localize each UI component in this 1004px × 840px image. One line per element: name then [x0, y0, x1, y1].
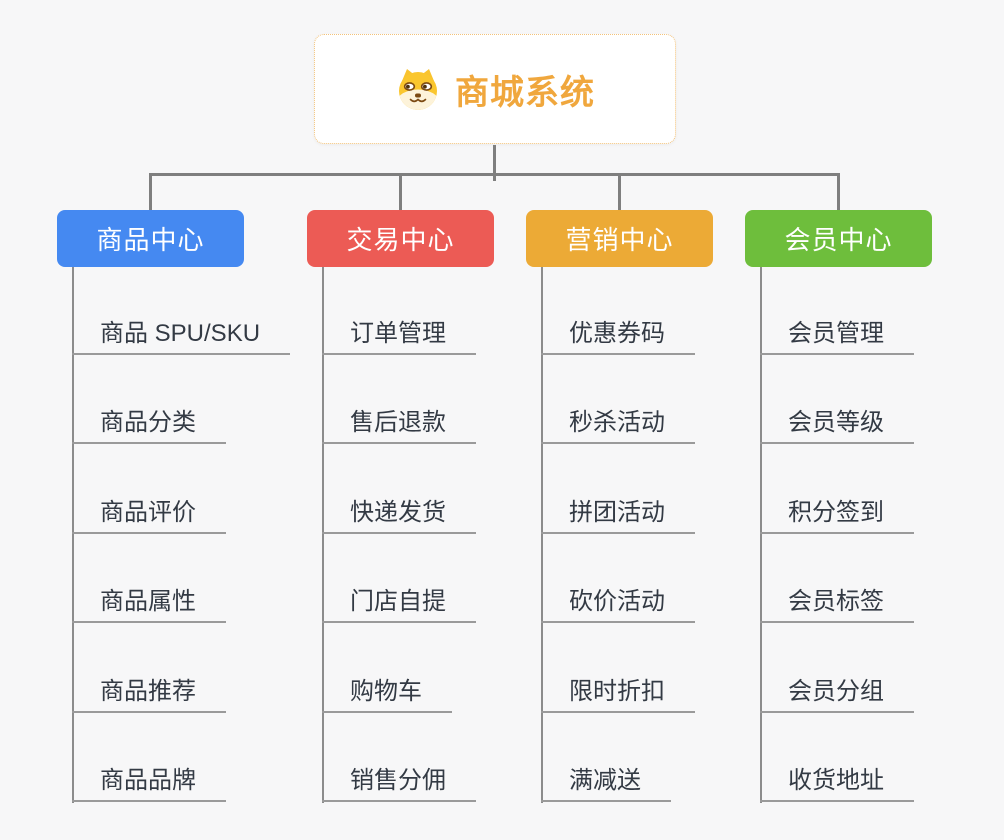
- connector-drop-line: [618, 173, 621, 210]
- child-node-label: 购物车: [350, 677, 422, 705]
- child-node[interactable]: 限时折扣: [541, 670, 695, 713]
- child-node-label: 秒杀活动: [569, 409, 665, 437]
- child-node-label: 快递发货: [350, 498, 446, 526]
- child-node[interactable]: 满减送: [541, 759, 671, 802]
- branch: 商品中心 商品 SPU/SKU 商品分类 商品评价 商品属性 商品推荐 商品品牌: [57, 210, 307, 820]
- child-node-label: 限时折扣: [569, 677, 665, 705]
- child-node[interactable]: 快递发货: [322, 491, 476, 534]
- child-node[interactable]: 商品品牌: [72, 759, 226, 802]
- child-node[interactable]: 售后退款: [322, 401, 476, 445]
- child-node-label: 会员管理: [788, 320, 884, 347]
- child-node[interactable]: 优惠券码: [541, 312, 695, 355]
- child-node[interactable]: 商品评价: [72, 491, 226, 534]
- child-node-label: 商品推荐: [100, 677, 196, 705]
- branch-node-label: 营销中心: [565, 225, 674, 255]
- child-node-label: 门店自提: [350, 588, 446, 616]
- branch: 会员中心 会员管理 会员等级 积分签到 会员标签 会员分组 收货地址: [745, 210, 995, 820]
- root-connector-stem: [493, 145, 496, 181]
- child-node-label: 收货地址: [788, 767, 884, 794]
- child-node-label: 会员分组: [788, 677, 884, 705]
- child-node-label: 会员等级: [788, 409, 884, 437]
- child-node[interactable]: 商品属性: [72, 580, 226, 624]
- branch-node-label: 商品中心: [96, 225, 205, 255]
- branch-connector-line: [72, 267, 74, 803]
- connector-drop-line: [837, 173, 840, 210]
- child-node[interactable]: 会员管理: [760, 312, 914, 355]
- child-node-label: 售后退款: [350, 409, 446, 437]
- child-node[interactable]: 商品 SPU/SKU: [72, 312, 290, 355]
- branch-node-label: 交易中心: [346, 225, 455, 255]
- branch: 营销中心 优惠券码 秒杀活动 拼团活动 砍价活动 限时折扣 满减送: [526, 210, 776, 820]
- branch: 交易中心 订单管理 售后退款 快递发货 门店自提 购物车 销售分佣: [307, 210, 557, 820]
- child-node[interactable]: 订单管理: [322, 312, 476, 355]
- child-node-label: 商品 SPU/SKU: [100, 320, 261, 347]
- child-node-label: 销售分佣: [350, 767, 446, 794]
- child-node-label: 优惠券码: [569, 320, 665, 347]
- child-node[interactable]: 收货地址: [760, 759, 914, 802]
- child-node-label: 满减送: [569, 767, 641, 794]
- dog-face-icon: [399, 69, 437, 110]
- child-node[interactable]: 会员等级: [760, 401, 914, 445]
- child-node-label: 订单管理: [350, 320, 446, 347]
- child-node[interactable]: 商品推荐: [72, 670, 226, 713]
- child-node[interactable]: 拼团活动: [541, 491, 695, 534]
- branch-node-label: 会员中心: [784, 225, 893, 255]
- child-node[interactable]: 会员分组: [760, 670, 914, 713]
- child-node-label: 商品属性: [100, 588, 196, 616]
- child-node[interactable]: 门店自提: [322, 580, 476, 624]
- branch-connector-line: [322, 267, 324, 803]
- root-title: 商城系统: [455, 73, 595, 112]
- connector-drop-line: [149, 173, 152, 210]
- child-node-label: 商品分类: [100, 409, 196, 437]
- branch-connector-line: [541, 267, 543, 803]
- branch-node[interactable]: 商品中心: [57, 210, 244, 267]
- child-node-label: 拼团活动: [569, 498, 665, 526]
- child-node[interactable]: 砍价活动: [541, 580, 695, 624]
- child-node-label: 商品评价: [100, 498, 196, 526]
- child-node[interactable]: 商品分类: [72, 401, 226, 445]
- branch-node[interactable]: 营销中心: [526, 210, 713, 267]
- child-node[interactable]: 秒杀活动: [541, 401, 695, 445]
- child-node-label: 积分签到: [788, 498, 884, 526]
- connector-drop-line: [399, 173, 402, 210]
- child-node-label: 砍价活动: [569, 588, 665, 616]
- child-node[interactable]: 购物车: [322, 670, 452, 713]
- connector-bus-line: [149, 173, 840, 176]
- child-node[interactable]: 积分签到: [760, 491, 914, 534]
- child-node-label: 商品品牌: [100, 767, 196, 794]
- child-node[interactable]: 会员标签: [760, 580, 914, 624]
- branch-node[interactable]: 交易中心: [307, 210, 494, 267]
- child-node-label: 会员标签: [788, 588, 884, 616]
- branch-node[interactable]: 会员中心: [745, 210, 932, 267]
- branch-connector-line: [760, 267, 762, 803]
- root-node[interactable]: 商城系统: [314, 34, 676, 144]
- child-node[interactable]: 销售分佣: [322, 759, 476, 802]
